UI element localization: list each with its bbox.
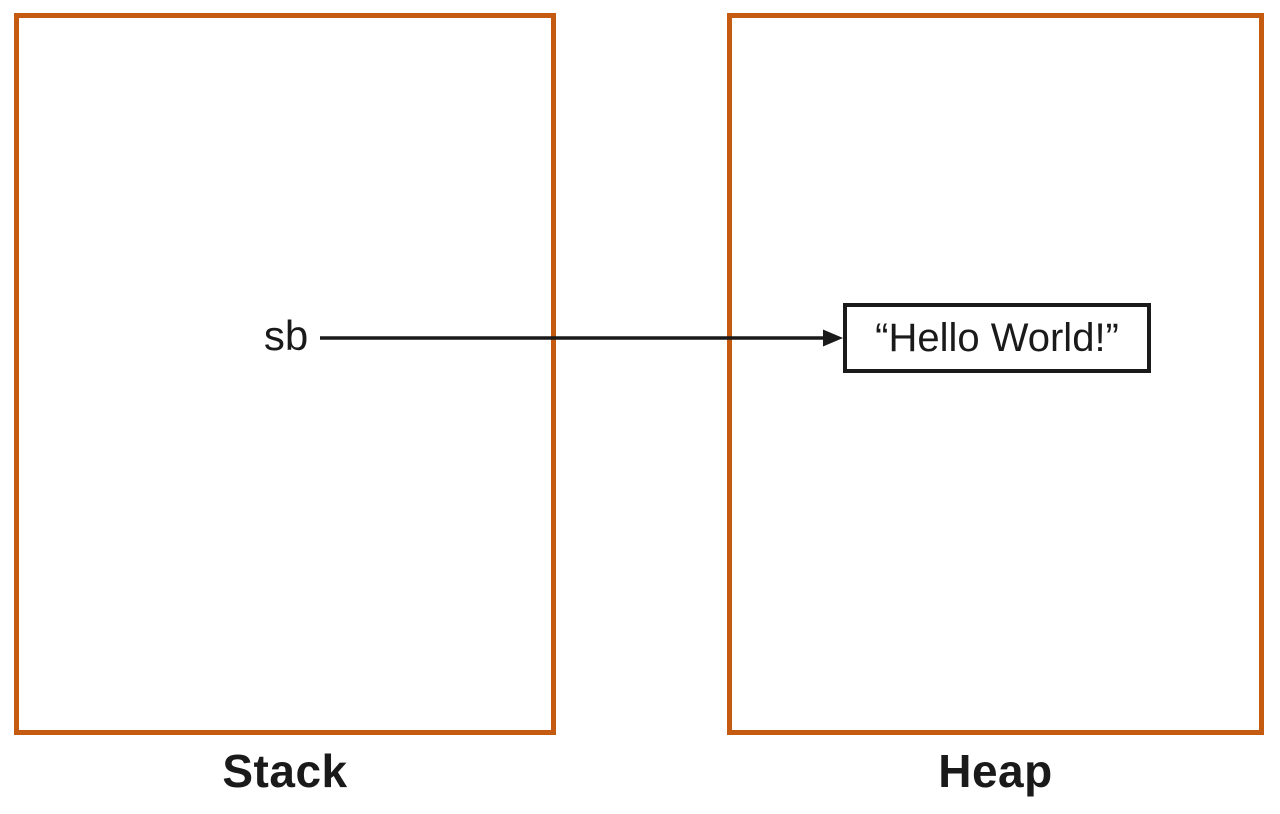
heap-region (727, 13, 1264, 735)
stack-region (14, 13, 556, 735)
stack-caption: Stack (222, 745, 348, 797)
variable-label-sb: sb (263, 312, 309, 359)
pointer-arrow (320, 329, 843, 347)
heap-object-box: “Hello World!” (843, 303, 1151, 373)
heap-object-label: “Hello World!” (875, 315, 1119, 360)
heap-caption: Heap (938, 745, 1053, 797)
